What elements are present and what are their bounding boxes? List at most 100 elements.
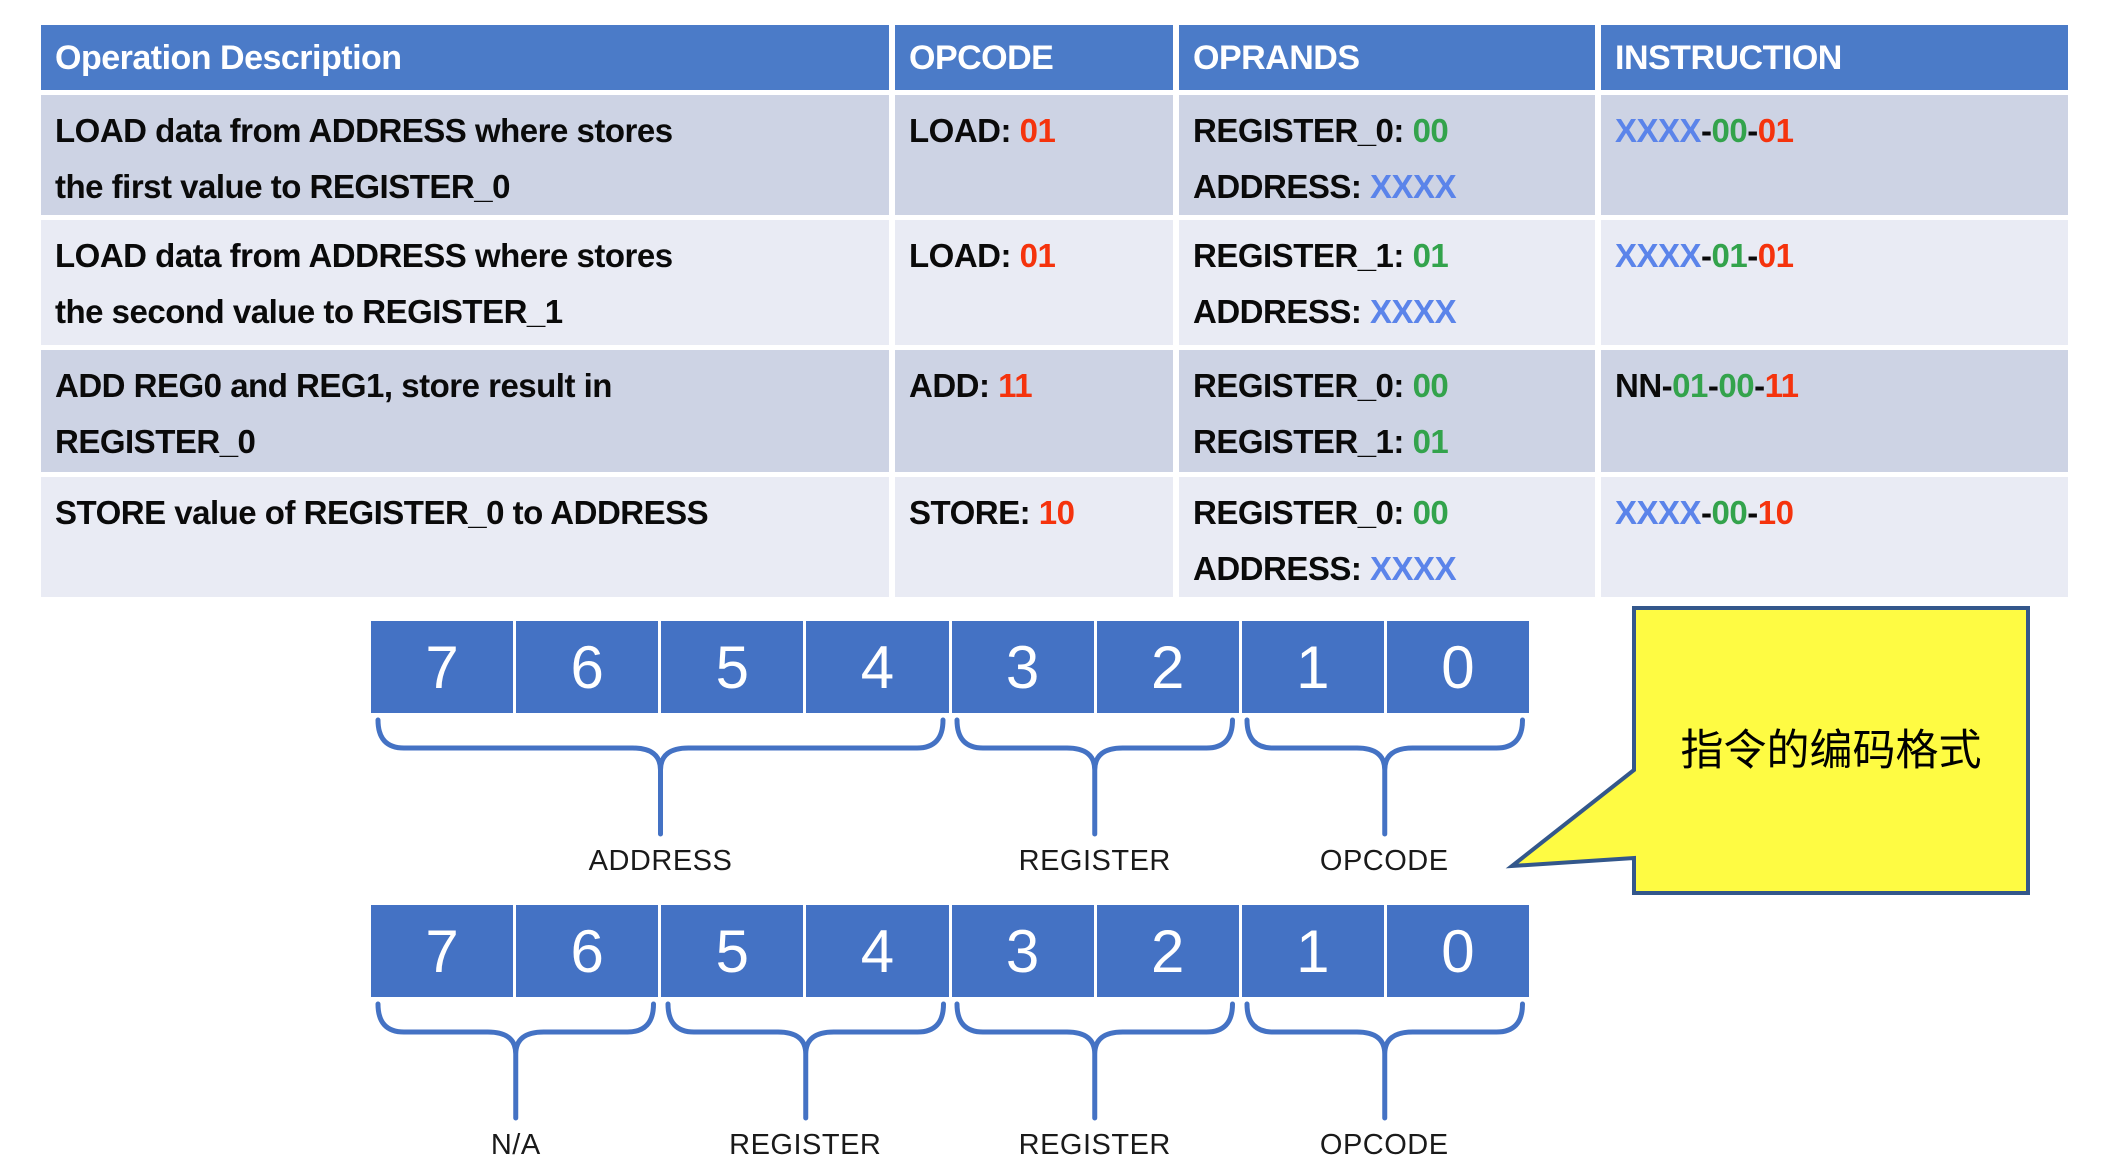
oprand-line: REGISTER_0: 00: [1193, 485, 1589, 541]
text-segment: 01: [1019, 112, 1056, 149]
operation-description-cell: ADD REG0 and REG1, store result in REGIS…: [41, 350, 889, 472]
bit-cell-3: 3: [951, 905, 1094, 997]
column-header-operation-description: Operation Description: [41, 25, 889, 90]
text-segment: 01: [1412, 423, 1449, 460]
opcode-cell: STORE: 10: [895, 477, 1173, 597]
instruction-cell: XXXX-00-10: [1601, 477, 2068, 597]
text-segment: 00: [1718, 367, 1755, 404]
text-segment: XXXX: [1615, 237, 1702, 274]
brace-n-a: [375, 1001, 656, 1121]
text-segment: XXXX: [1370, 550, 1457, 587]
oprand-line: ADDRESS: XXXX: [1193, 159, 1589, 215]
text-segment: -: [1701, 112, 1712, 149]
column-header-opcode: OPCODE: [895, 25, 1173, 90]
text-segment: 00: [1412, 494, 1449, 531]
text-segment: XXXX: [1370, 168, 1457, 205]
text-segment: -: [1701, 237, 1712, 274]
bit-cell-6: 6: [516, 621, 659, 713]
text-segment: ADDRESS:: [1193, 293, 1371, 330]
oprand-line: REGISTER_1: 01: [1193, 228, 1589, 284]
brace-path: [954, 717, 1235, 837]
bit-cell-1: 1: [1241, 621, 1384, 713]
text-segment: ADDRESS:: [1193, 550, 1371, 587]
text-segment: REGISTER_0:: [1193, 112, 1413, 149]
bit-cell-1: 1: [1241, 905, 1384, 997]
bit-cell-4: 4: [806, 621, 949, 713]
text-segment: 00: [1412, 367, 1449, 404]
bit-cell-0: 0: [1386, 621, 1529, 713]
text-segment: -: [1754, 367, 1765, 404]
column-header-instruction: INSTRUCTION: [1601, 25, 2068, 90]
instruction-cell: XXXX-01-01: [1601, 220, 2068, 345]
operation-description-cell: LOAD data from ADDRESS where stores the …: [41, 95, 889, 215]
text-segment: 01: [1711, 237, 1748, 274]
bit-cell-6: 6: [516, 905, 659, 997]
bit-cell-5: 5: [661, 905, 804, 997]
text-segment: REGISTER_1:: [1193, 237, 1413, 274]
text-segment: 00: [1711, 494, 1748, 531]
brace-path: [375, 1001, 656, 1121]
brace-path: [665, 1001, 946, 1121]
text-segment: XXXX: [1615, 494, 1702, 531]
operation-description-cell: STORE value of REGISTER_0 to ADDRESS: [41, 477, 889, 597]
text-segment: -: [1701, 494, 1712, 531]
text-segment: -: [1747, 237, 1758, 274]
text-segment: XXXX: [1615, 112, 1702, 149]
brace-path: [1244, 1001, 1525, 1121]
text-segment: -: [1707, 367, 1719, 404]
brace-opcode: [1244, 717, 1525, 837]
text-segment: REGISTER_1:: [1193, 423, 1413, 460]
field-label-register: REGISTER: [1018, 845, 1171, 877]
opcode-cell: ADD: 11: [895, 350, 1173, 472]
text-segment: 01: [1412, 237, 1449, 274]
text-segment: 10: [1757, 494, 1794, 531]
oprand-line: REGISTER_0: 00: [1193, 358, 1589, 414]
text-segment: STORE:: [909, 494, 1039, 531]
bit-cell-7: 7: [371, 621, 514, 713]
bit-cell-2: 2: [1096, 621, 1239, 713]
column-header-oprands: OPRANDS: [1179, 25, 1595, 90]
text-segment: 00: [1711, 112, 1748, 149]
text-segment: -: [1747, 494, 1758, 531]
oprand-line: ADDRESS: XXXX: [1193, 541, 1589, 597]
brace-path: [375, 717, 946, 837]
field-label-register: REGISTER: [729, 1129, 882, 1161]
instruction-cell: NN-01-00-11: [1601, 350, 2068, 472]
text-segment: LOAD:: [909, 237, 1020, 274]
field-label-register: REGISTER: [1018, 1129, 1171, 1161]
text-segment: 11: [998, 367, 1033, 404]
text-segment: 00: [1412, 112, 1449, 149]
text-segment: 01: [1757, 112, 1794, 149]
callout-label: 指令的编码格式: [1680, 727, 1982, 775]
brace-opcode: [1244, 1001, 1525, 1121]
oprand-line: REGISTER_1: 01: [1193, 414, 1589, 470]
text-segment: REGISTER_0:: [1193, 494, 1413, 531]
oprand-line: ADDRESS: XXXX: [1193, 284, 1589, 340]
bit-cell-7: 7: [371, 905, 514, 997]
oprand-line: REGISTER_0: 00: [1193, 103, 1589, 159]
field-label-address: ADDRESS: [588, 845, 733, 877]
text-segment: 01: [1757, 237, 1794, 274]
bit-cell-4: 4: [806, 905, 949, 997]
text-segment: LOAD:: [909, 112, 1020, 149]
text-segment: 01: [1672, 367, 1708, 404]
field-label-n-a: N/A: [490, 1129, 541, 1161]
instruction-cell: XXXX-00-01: [1601, 95, 2068, 215]
text-segment: NN: [1615, 367, 1662, 404]
bit-cell-2: 2: [1096, 905, 1239, 997]
brace-address: [375, 717, 946, 837]
brace-path: [1244, 717, 1525, 837]
text-segment: 11: [1764, 367, 1799, 404]
operation-description-cell: LOAD data from ADDRESS where stores the …: [41, 220, 889, 345]
text-segment: -: [1747, 112, 1758, 149]
bit-cell-0: 0: [1386, 905, 1529, 997]
callout-bubble-shape: [1505, 606, 2030, 895]
